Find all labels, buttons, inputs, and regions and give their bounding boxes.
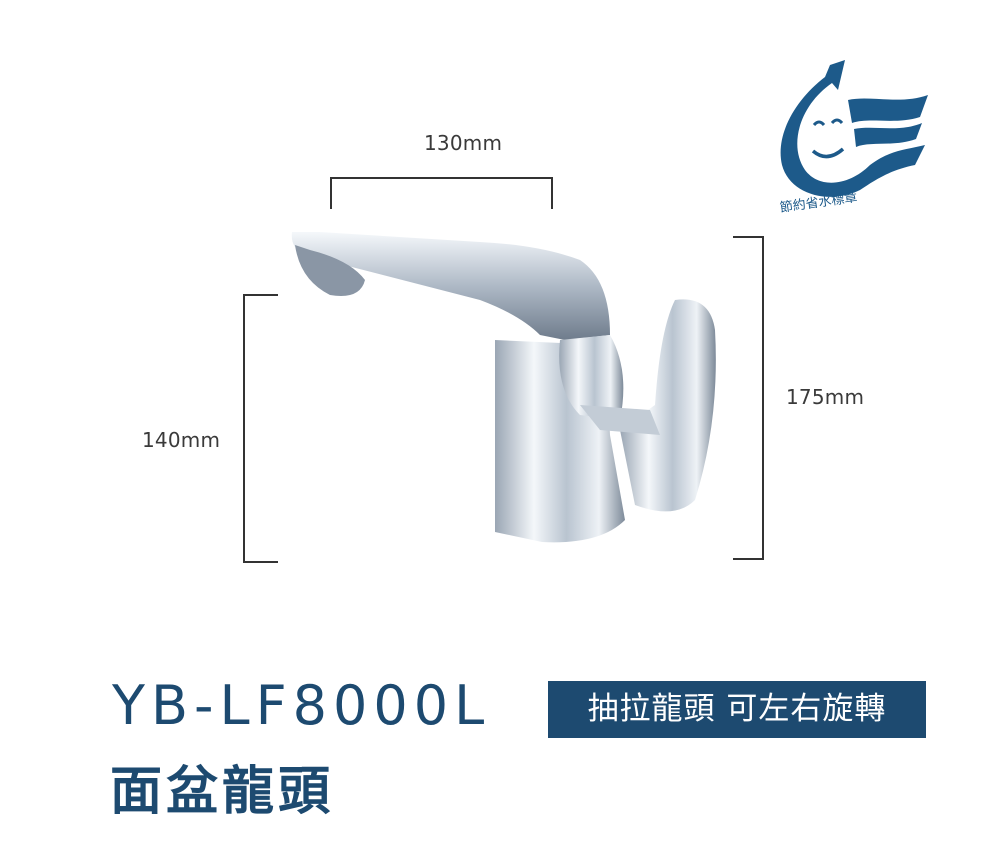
- model-number: YB-LF8000L: [112, 674, 491, 737]
- total-height-label: 175mm: [786, 385, 865, 409]
- feature-badge: 抽拉龍頭 可左右旋轉: [548, 681, 926, 738]
- total-height-line: [733, 236, 764, 560]
- width-dimension-label: 130mm: [424, 131, 503, 155]
- product-name: 面盆龍頭: [110, 762, 335, 822]
- faucet-image: [291, 232, 716, 543]
- spout-height-line: [243, 294, 278, 563]
- spout-height-label: 140mm: [142, 428, 221, 452]
- water-saving-logo: 節約省水標章: [779, 60, 928, 216]
- width-dimension-line: [330, 177, 553, 209]
